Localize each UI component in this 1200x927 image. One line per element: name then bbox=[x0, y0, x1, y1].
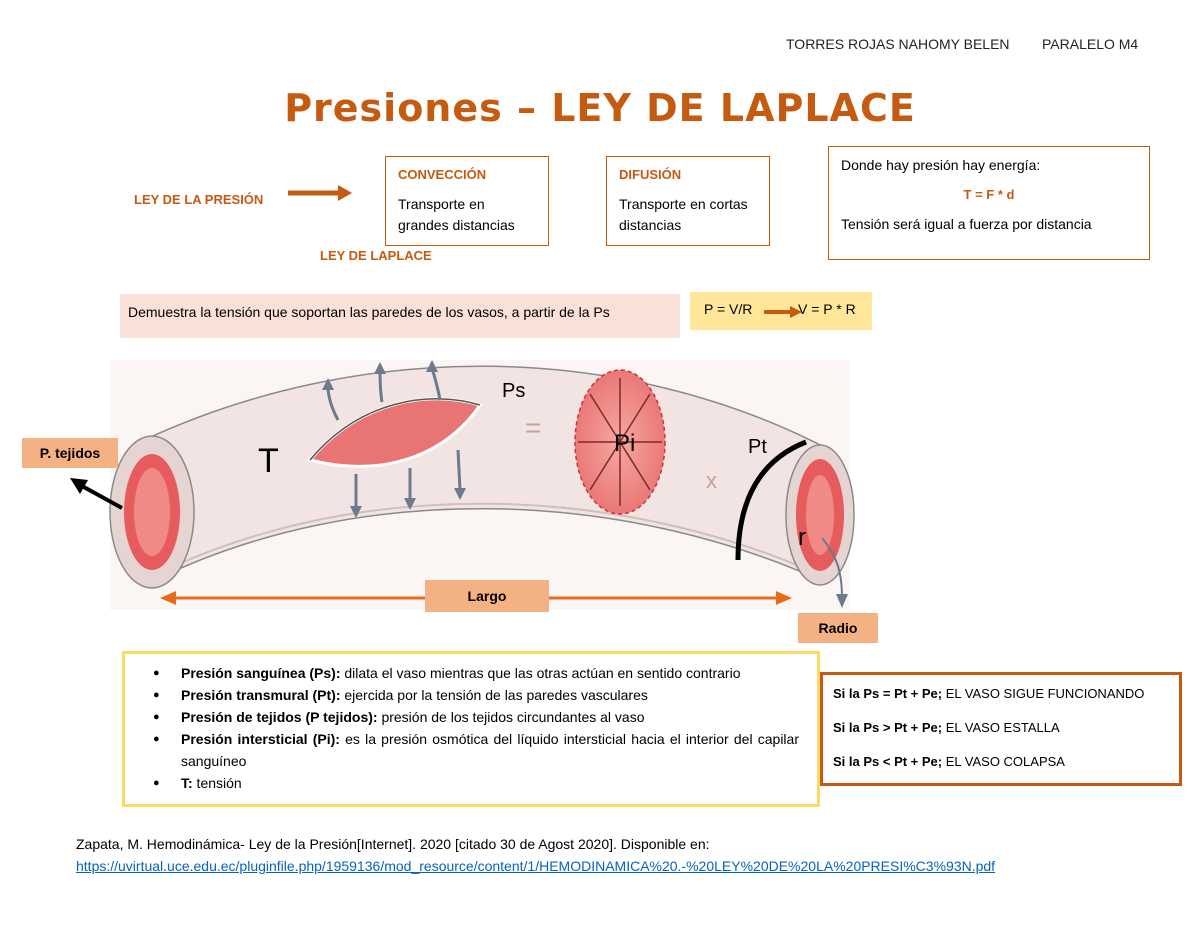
author-name: TORRES ROJAS NAHOMY BELEN bbox=[786, 36, 1010, 52]
reference-link[interactable]: https://uvirtual.uce.edu.ec/pluginfile.p… bbox=[76, 858, 996, 874]
p-tejidos-tag: P. tejidos bbox=[22, 438, 118, 468]
difusion-text: Transporte en cortas distancias bbox=[619, 196, 748, 233]
conveccion-title: CONVECCIÓN bbox=[398, 167, 487, 182]
energia-line1: Donde hay presión hay energía: bbox=[841, 157, 1041, 173]
conveccion-text: Transporte en grandes distancias bbox=[398, 196, 515, 233]
ley-presion-label: LEY DE LA PRESIÓN bbox=[134, 192, 264, 207]
tension-label: T bbox=[258, 442, 279, 480]
difusion-box: DIFUSIÓN Transporte en cortas distancias bbox=[606, 156, 770, 246]
condition-item: Si la Ps = Pt + Pe; EL VASO SIGUE FUNCIO… bbox=[833, 686, 1145, 701]
legend-box: Presión sanguínea (Ps): dilata el vaso m… bbox=[122, 651, 820, 807]
largo-tag: Largo bbox=[425, 580, 549, 612]
energia-box: Donde hay presión hay energía: T = F * d… bbox=[828, 146, 1150, 260]
energia-formula: T = F * d bbox=[963, 187, 1015, 202]
legend-item: Presión de tejidos (P tejidos): presión … bbox=[153, 706, 817, 728]
formula-right: V = P * R bbox=[798, 301, 856, 317]
radio-tag: Radio bbox=[798, 613, 878, 643]
page-title: Presiones – LEY DE LAPLACE bbox=[284, 86, 916, 130]
r-label: r bbox=[798, 524, 806, 551]
legend-item: Presión sanguínea (Ps): dilata el vaso m… bbox=[153, 662, 817, 684]
legend-item: Presión intersticial (Pi): es la presión… bbox=[153, 728, 817, 772]
energia-line2: Tensión será igual a fuerza por distanci… bbox=[841, 216, 1092, 232]
conveccion-box: CONVECCIÓN Transporte en grandes distanc… bbox=[385, 156, 549, 246]
ley-laplace-label: LEY DE LAPLACE bbox=[320, 248, 432, 263]
difusion-title: DIFUSIÓN bbox=[619, 167, 682, 182]
demuestra-box: Demuestra la tensión que soportan las pa… bbox=[120, 294, 680, 338]
pi-label: Pi bbox=[614, 430, 636, 457]
right-arrow-icon bbox=[288, 185, 352, 201]
conditions-box: Si la Ps = Pt + Pe; EL VASO SIGUE FUNCIO… bbox=[820, 672, 1182, 786]
pt-label: Pt bbox=[748, 436, 767, 458]
right-arrow-icon bbox=[764, 306, 802, 318]
reference-text: Zapata, M. Hemodinámica- Ley de la Presi… bbox=[76, 836, 710, 852]
x-label: x bbox=[706, 468, 717, 493]
condition-item: Si la Ps > Pt + Pe; EL VASO ESTALLA bbox=[833, 720, 1060, 735]
legend-item: Presión transmural (Pt): ejercida por la… bbox=[153, 684, 817, 706]
condition-item: Si la Ps < Pt + Pe; EL VASO COLAPSA bbox=[833, 754, 1065, 769]
formula-box: P = V/R V = P * R bbox=[690, 292, 872, 330]
reference: Zapata, M. Hemodinámica- Ley de la Presi… bbox=[76, 836, 1126, 874]
legend-item: T: tensión bbox=[153, 772, 817, 794]
formula-left: P = V/R bbox=[704, 301, 753, 317]
ps-label: Ps bbox=[502, 380, 526, 402]
group-label: PARALELO M4 bbox=[1042, 36, 1139, 52]
equals-sign: = bbox=[525, 412, 542, 443]
vessel-diagram bbox=[70, 360, 855, 610]
